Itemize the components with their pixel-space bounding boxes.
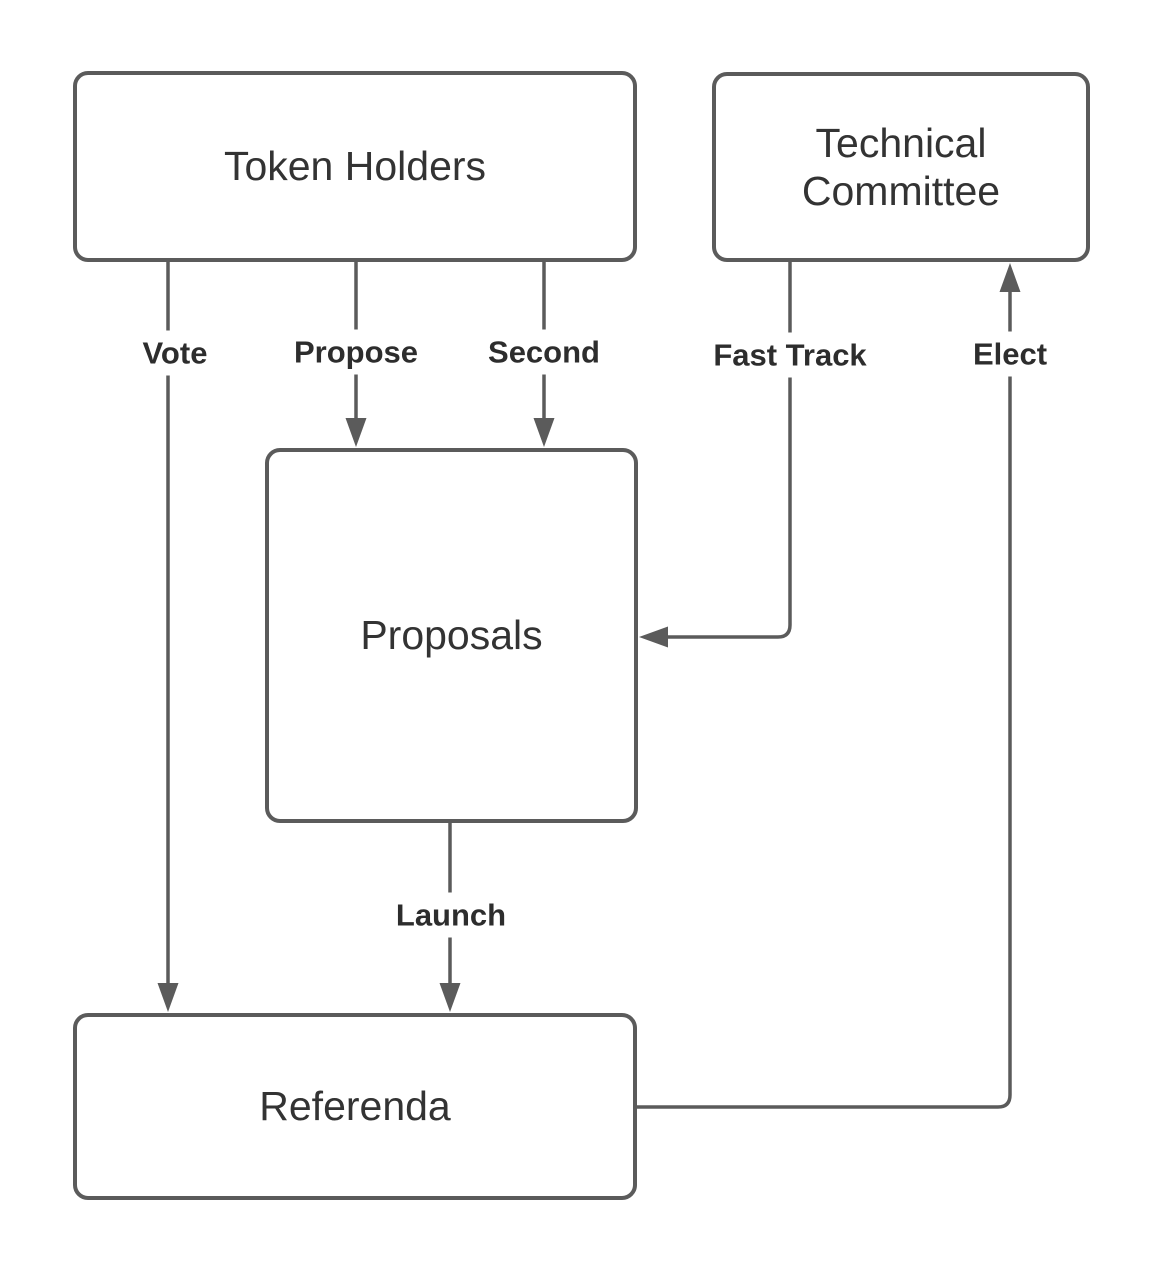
edge-label-propose: Propose xyxy=(287,329,425,375)
node-token-holders-label: Token Holders xyxy=(223,143,487,190)
edge-elect xyxy=(637,263,1021,1109)
edge-fast-track-line xyxy=(667,262,792,639)
edge-elect-line xyxy=(637,291,1012,1109)
edge-label-fast-track: Fast Track xyxy=(707,332,873,378)
arrowhead-down-icon xyxy=(157,983,179,1012)
edge-fast-track xyxy=(639,262,792,648)
node-proposals: Proposals xyxy=(265,448,638,823)
node-technical-committee-label: Technical Committee xyxy=(801,119,1001,214)
edge-label-launch: Launch xyxy=(389,892,513,938)
arrowhead-down-icon xyxy=(439,983,461,1012)
edge-label-elect: Elect xyxy=(966,331,1054,377)
edge-label-vote: Vote xyxy=(136,330,214,376)
arrowhead-up-icon xyxy=(999,263,1021,292)
edge-vote xyxy=(157,262,179,1012)
arrowhead-down-icon xyxy=(345,418,367,447)
node-referenda-label: Referenda xyxy=(259,1083,451,1130)
arrowhead-left-icon xyxy=(639,626,668,648)
node-technical-committee: Technical Committee xyxy=(712,72,1090,262)
node-proposals-label: Proposals xyxy=(360,612,543,659)
node-token-holders: Token Holders xyxy=(73,71,637,262)
arrowhead-down-icon xyxy=(533,418,555,447)
edge-label-second: Second xyxy=(482,329,606,375)
node-referenda: Referenda xyxy=(73,1013,637,1200)
